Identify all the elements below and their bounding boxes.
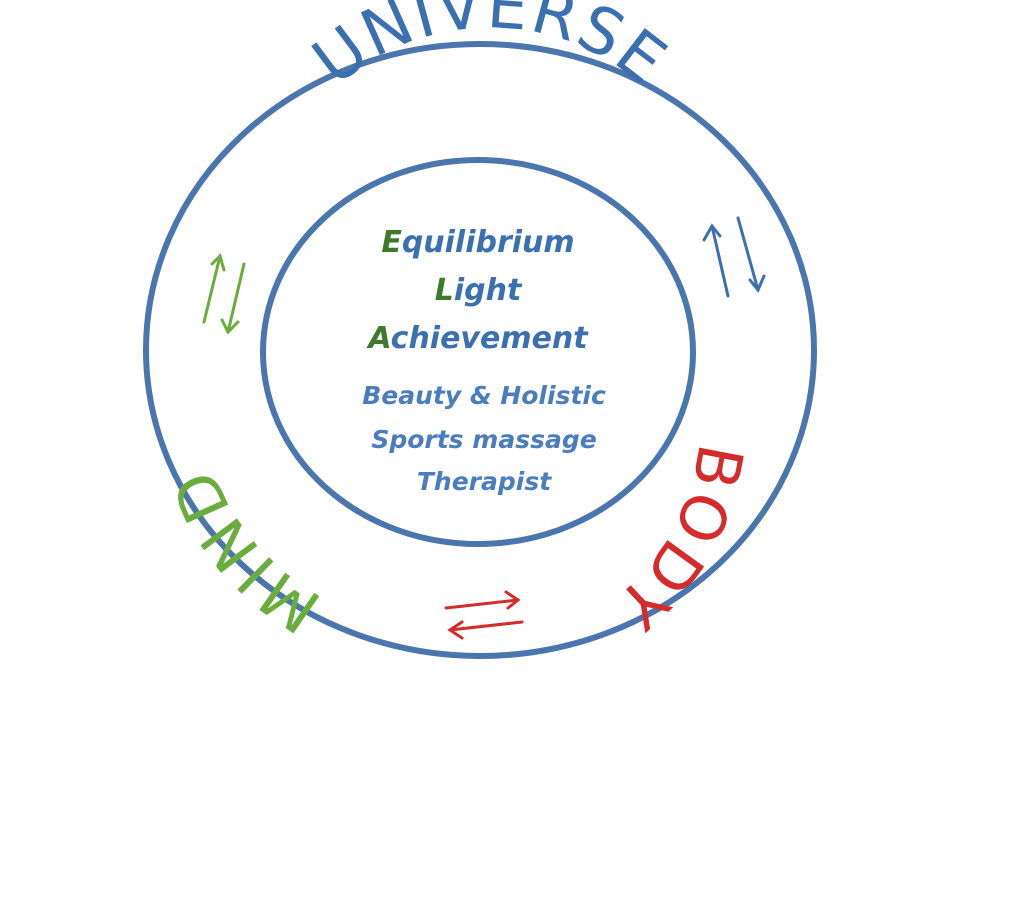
description-block: Beauty & Holistic Sports massage Therapi… (362, 381, 606, 496)
body-label: BODY (601, 439, 753, 646)
outer-ring (143, 41, 817, 659)
svg-text:UNIVERSE: UNIVERSE (300, 0, 680, 100)
acronym-line: Achievement (366, 321, 589, 356)
acronym-line: Light (435, 273, 523, 308)
svg-text:MIND: MIND (157, 457, 333, 648)
mind-label: MIND (157, 457, 329, 648)
description-line: Beauty & Holistic (362, 381, 606, 410)
inner-ring (260, 157, 696, 547)
svg-text:BODY: BODY (601, 439, 757, 646)
exchange-arrows-icon (702, 216, 766, 298)
description-line: Therapist (417, 467, 552, 496)
description-line: Sports massage (371, 425, 596, 454)
universe-label: UNIVERSE (300, 0, 678, 100)
acronym-line: Equilibrium (381, 225, 574, 260)
exchange-arrows-icon (444, 590, 524, 640)
acronym-block: Equilibrium Light Achievement (366, 225, 589, 356)
exchange-arrows-icon (202, 253, 246, 335)
